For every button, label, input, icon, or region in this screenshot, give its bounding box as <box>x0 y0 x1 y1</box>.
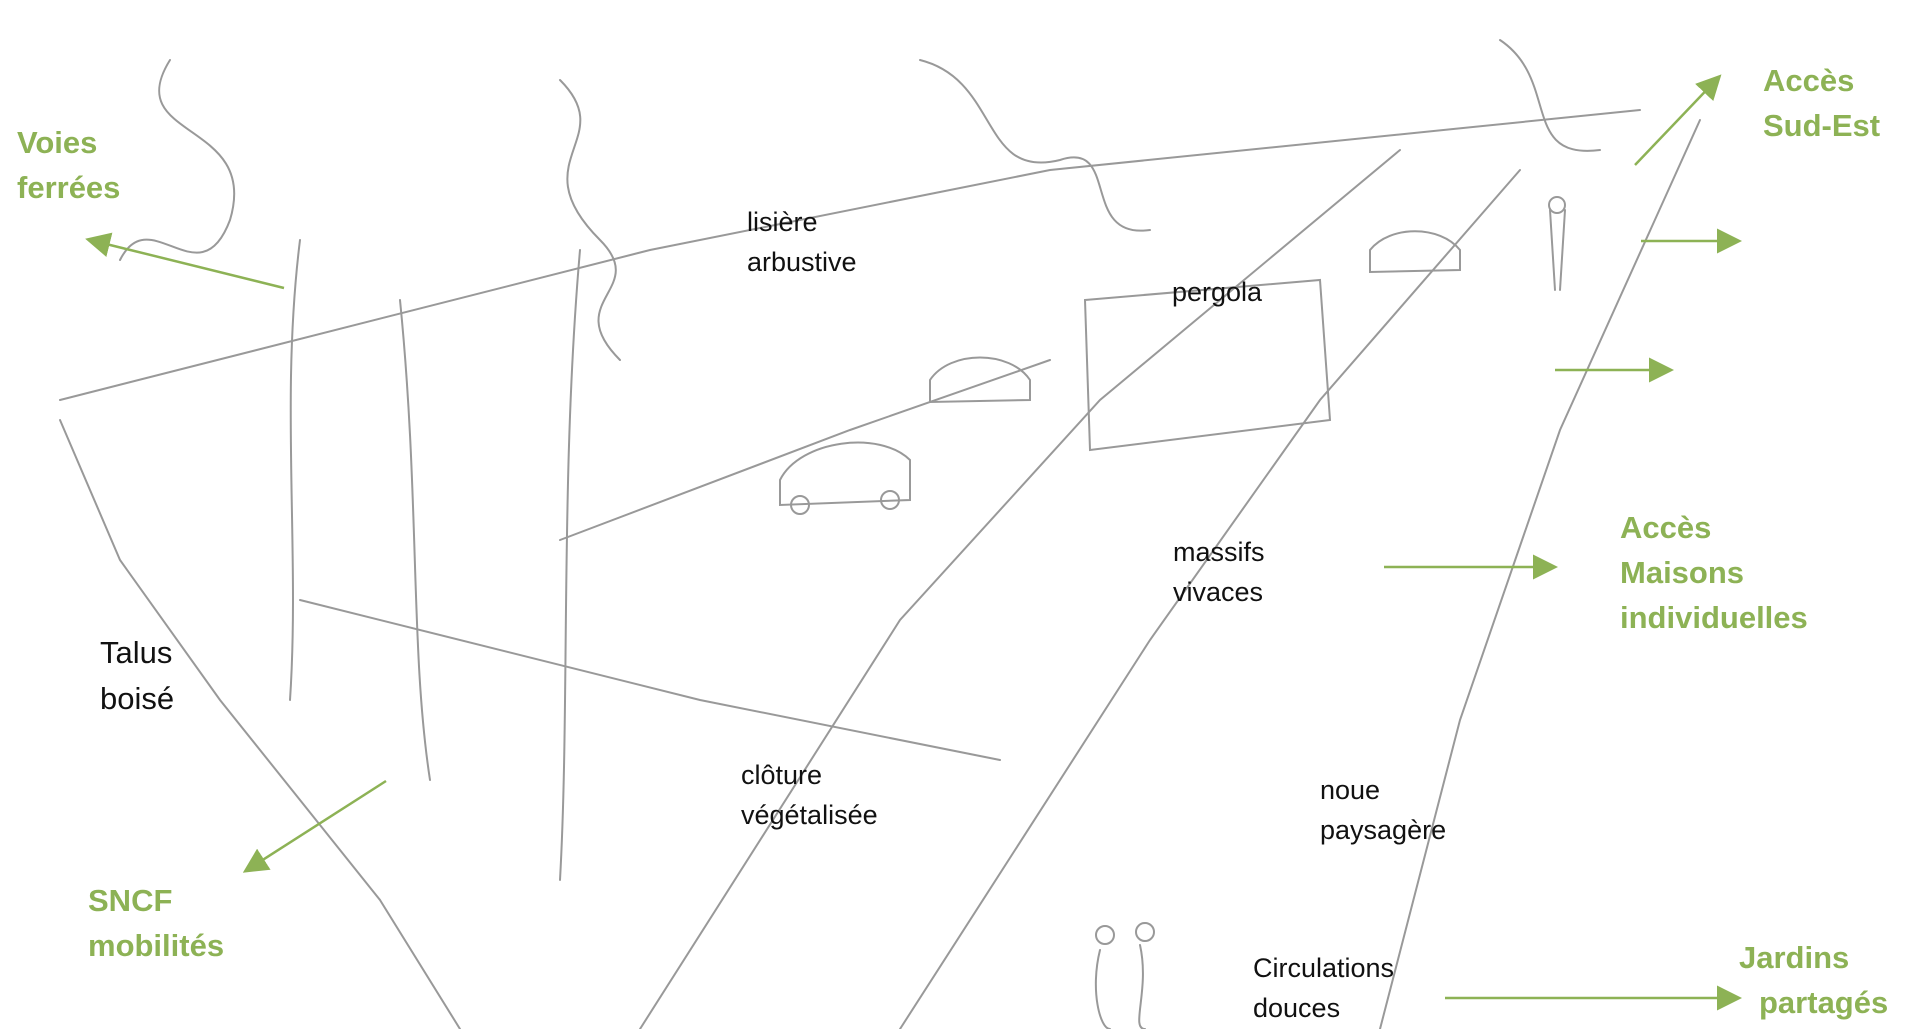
label-pergola: pergola <box>1172 272 1262 312</box>
label-line: Sud-Est <box>1763 108 1881 143</box>
label-line: massifs <box>1173 537 1265 567</box>
label-sncf-mobilites: SNCF mobilités <box>88 878 224 968</box>
label-line: Voies <box>17 125 98 160</box>
label-line: noue <box>1320 775 1381 805</box>
label-line: arbustive <box>747 247 857 277</box>
label-cloture-vegetalisee: clôture végétalisée <box>741 755 878 835</box>
label-acces-maisons: Accès Maisons individuelles <box>1620 505 1808 640</box>
label-lisiere-arbustive: lisière arbustive <box>747 202 857 282</box>
arrow-voies-ferrees <box>85 232 285 290</box>
label-line: Talus <box>100 635 173 670</box>
label-line: douces <box>1253 993 1341 1023</box>
label-voies-ferrees: Voies ferrées <box>17 120 120 210</box>
label-line: mobilités <box>88 928 225 963</box>
label-line: végétalisée <box>741 800 878 830</box>
sketch-lines <box>59 39 1701 1029</box>
label-line: Accès <box>1620 510 1712 545</box>
label-line: lisière <box>747 207 818 237</box>
label-massifs-vivaces: massifs vivaces <box>1173 532 1265 612</box>
label-line: Accès <box>1763 63 1855 98</box>
label-line: Circulations <box>1253 953 1395 983</box>
label-jardins-partages: Jardins partagés <box>1739 935 1888 1025</box>
label-line: clôture <box>741 760 823 790</box>
label-line: pergola <box>1172 277 1263 307</box>
label-line: Maisons <box>1620 555 1745 590</box>
arrow-sncf <box>242 779 387 873</box>
arrow-acces-sud-est <box>1634 74 1722 166</box>
label-line: vivaces <box>1173 577 1264 607</box>
label-circulations-douces: Circulations douces <box>1253 948 1394 1028</box>
label-line: SNCF <box>88 883 173 918</box>
label-talus-boise: Talus boisé <box>100 630 174 722</box>
label-line: boisé <box>100 681 175 716</box>
label-line: individuelles <box>1620 600 1808 635</box>
label-noue-paysagere: noue paysagère <box>1320 770 1446 850</box>
label-line: partagés <box>1759 985 1889 1020</box>
label-line: ferrées <box>17 170 121 205</box>
label-line: paysagère <box>1320 815 1447 845</box>
label-acces-sud-est: Accès Sud-Est <box>1763 58 1880 148</box>
annotation-arrows <box>85 74 1742 1011</box>
label-line: Jardins <box>1739 940 1850 975</box>
